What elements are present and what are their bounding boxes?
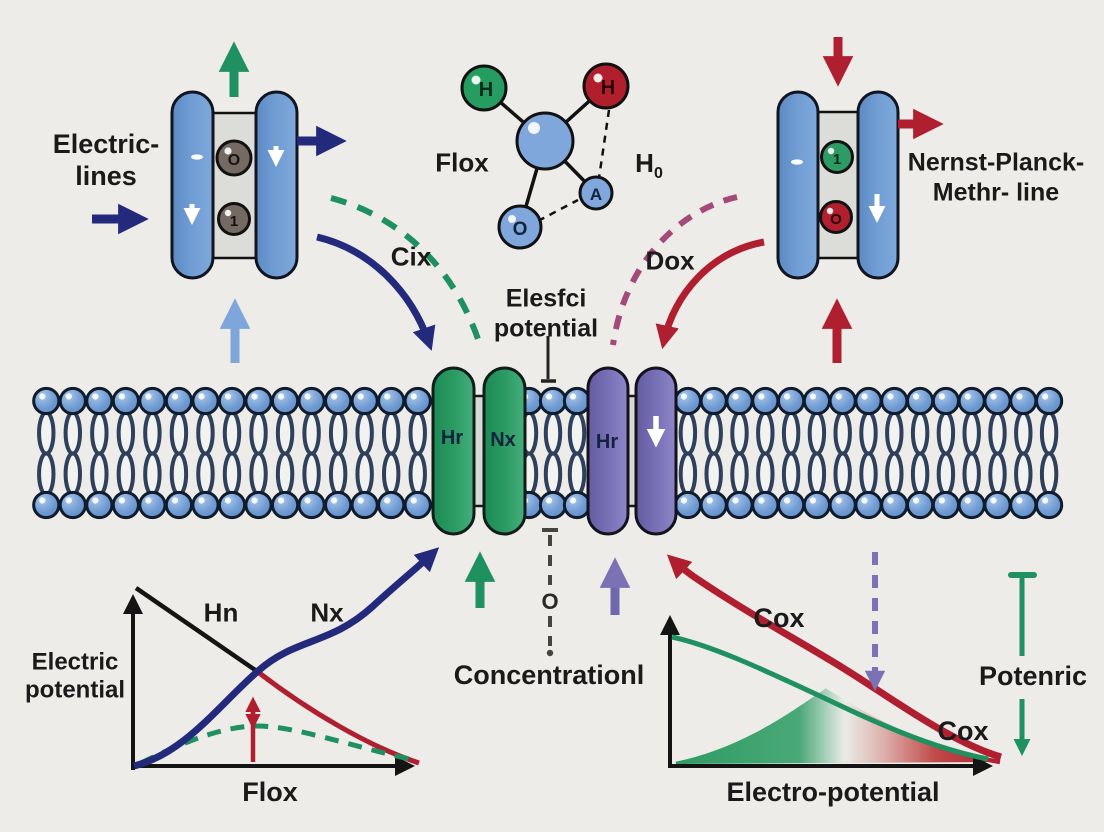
atom-green-label: H — [479, 79, 493, 101]
molecule-flox-label: Flox — [435, 147, 489, 178]
cox-right-label: Cox — [937, 716, 989, 747]
lipid-bilayer — [32, 386, 1064, 520]
ylabel-line1: Electric — [31, 648, 119, 676]
molecule: H H A O — [460, 62, 630, 250]
h0-base: H — [635, 147, 654, 178]
electric-lines-line2: lines — [75, 161, 137, 191]
flox-xlabel: Flox — [242, 777, 298, 808]
nx-curve — [133, 547, 440, 770]
hn-line-red — [256, 670, 420, 766]
green-descending-curve — [671, 634, 989, 762]
channel-purple-2 — [634, 366, 678, 536]
h0-label: H0 — [635, 148, 663, 184]
transporter-left: O 1 — [170, 90, 299, 280]
atom-small — [578, 175, 614, 211]
elesfci-line2: potential — [493, 314, 599, 342]
cox-curve — [666, 554, 1002, 761]
nernst-line2: Methr- line — [932, 178, 1060, 206]
nernst-line1: Nernst-Planck- — [907, 148, 1085, 177]
ylabel-line2: potential — [25, 677, 125, 704]
potential-pointer — [541, 336, 556, 383]
electric-lines-line1: Electric- — [52, 129, 160, 160]
channel-green-2-label: Nx — [490, 429, 516, 451]
nernst-planck-label: Nernst-Planck- Methr- line — [908, 149, 1084, 208]
navy-flux-curve — [316, 233, 436, 351]
atom-red-label: H — [601, 77, 615, 99]
electro-potential-xlabel: Electro-potential — [726, 777, 940, 808]
chart-left — [123, 547, 440, 776]
dox-label: Dox — [645, 245, 695, 276]
purple-channel-pair: Hr — [586, 366, 678, 536]
channel-purple-1-label: Hr — [596, 431, 618, 453]
green-channel-pair: Hr Nx — [431, 366, 527, 536]
electric-lines-label: Electric- lines — [53, 129, 160, 193]
nx-series-label: Nx — [310, 597, 344, 628]
pore-bottom-label: O — [830, 211, 842, 228]
hn-series-label: Hn — [203, 597, 239, 628]
atom-oxygen-label: O — [513, 219, 528, 240]
concentration-marker-line: O — [541, 528, 559, 657]
elesfci-line1: Elesfci — [505, 284, 587, 313]
red-flux-curve — [655, 238, 765, 350]
concentration-label: Concentrationl — [453, 660, 645, 691]
membrane-dash-icon — [791, 159, 803, 165]
pore-top-label: O — [228, 152, 240, 169]
pore-bottom-label: 1 — [230, 213, 238, 230]
gradient-bell-area — [676, 691, 1000, 764]
concentration-marker-label: O — [541, 589, 558, 614]
transporter-right: 1 O — [776, 90, 900, 280]
cix-label: Cix — [390, 241, 432, 272]
membrane-dash-icon — [191, 154, 203, 160]
magenta-dashed-flux-curve — [610, 194, 738, 346]
elesfci-potential-label: Elesfci potential — [494, 285, 598, 344]
h0-sub: 0 — [653, 165, 663, 183]
channel-green-2 — [482, 366, 527, 536]
potenric-label: Potenric — [978, 661, 1088, 692]
channel-green-1-label: Hr — [441, 427, 463, 449]
dashed-bond — [537, 198, 579, 223]
potenric-span-arrow — [1008, 572, 1037, 756]
electric-potential-ylabel: Electric potential — [25, 649, 125, 706]
atom-center — [515, 111, 575, 171]
channel-green-1 — [431, 366, 476, 536]
atom-small-label: A — [590, 185, 602, 204]
channel-purple-1 — [586, 366, 630, 536]
cox-top-label: Cox — [753, 603, 805, 634]
dashed-bond — [597, 109, 611, 179]
pore-top-label: 1 — [833, 151, 841, 168]
hn-line-black — [134, 586, 260, 674]
chart-right — [660, 552, 1002, 776]
